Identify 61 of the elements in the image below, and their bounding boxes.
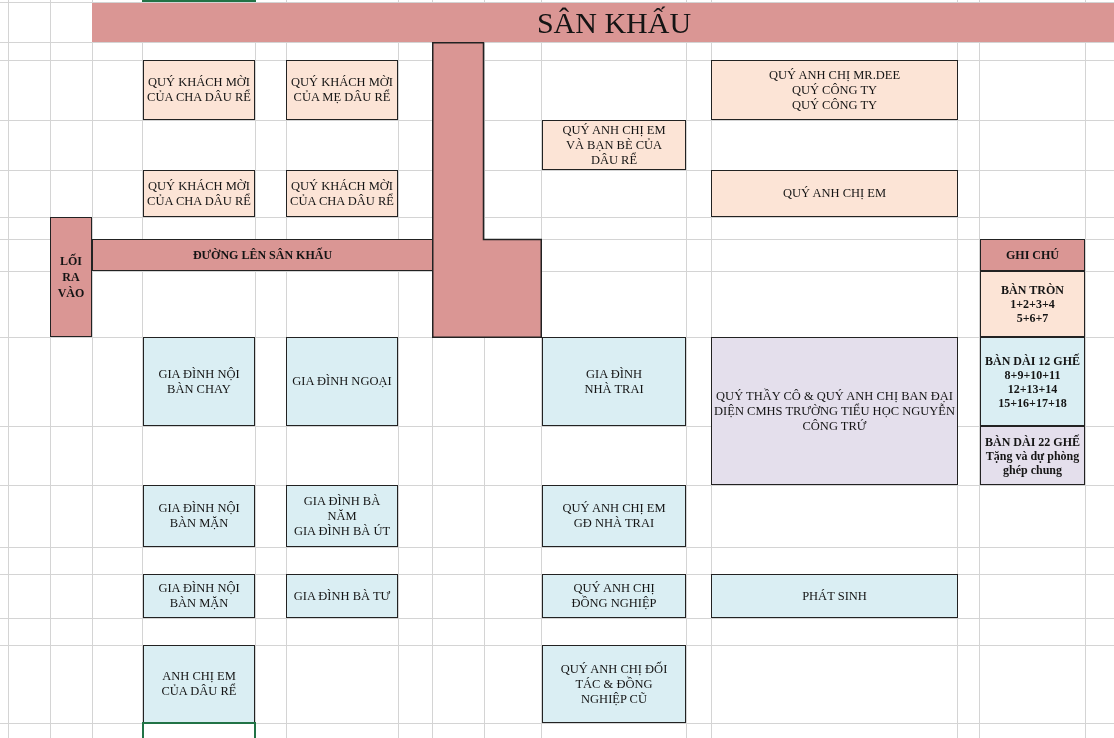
seating-area-box bbox=[286, 485, 398, 547]
walkway-label: ĐƯỜNG LÊN SÂN KHẤU bbox=[192, 247, 333, 263]
table-type-label: BÀN DÀI 12 GHẾ bbox=[985, 353, 1080, 368]
seating-area-box bbox=[286, 60, 398, 120]
entrance-label: LỐI RA VÀO bbox=[56, 253, 86, 301]
group-label: QUÝ KHÁCH MỜI CỦA CHA DÂU RỂ bbox=[146, 178, 252, 209]
walkway-block bbox=[92, 239, 433, 271]
seating-area-box bbox=[143, 337, 255, 426]
group-label: QUÝ CÔNG TY bbox=[791, 97, 878, 113]
seating-area-box bbox=[286, 170, 398, 217]
table-numbers: 8+9+10+11 12+13+14 15+16+17+18 bbox=[997, 367, 1068, 410]
seating-area-box bbox=[143, 485, 255, 547]
stage-block bbox=[92, 3, 1114, 42]
seating-area-box bbox=[542, 337, 686, 426]
runway-block bbox=[432, 42, 542, 338]
seating-area-box bbox=[711, 337, 958, 485]
group-label: QUÝ CÔNG TY bbox=[791, 82, 878, 98]
group-label: QUÝ ANH CHỊ EM VÀ BẠN BÈ CỦA DÂU RỂ bbox=[561, 122, 667, 168]
table-type-label: BÀN TRÒN bbox=[1001, 283, 1064, 297]
notes-title: GHI CHÚ bbox=[1006, 247, 1059, 263]
group-label: QUÝ ANH CHỊ MR.DEE bbox=[768, 67, 901, 83]
seating-area-box bbox=[542, 485, 686, 547]
entrance-block bbox=[50, 217, 92, 337]
table-type-label: BÀN DÀI 22 GHẾ bbox=[985, 434, 1080, 449]
group-label: GIA ĐÌNH BÀ ÚT bbox=[293, 523, 391, 539]
group-label: GIA ĐÌNH BÀ NĂM bbox=[302, 493, 382, 524]
group-label: GIA ĐÌNH NGOẠI bbox=[292, 374, 392, 389]
seating-area-box bbox=[286, 574, 398, 618]
table-type-box bbox=[980, 426, 1085, 485]
group-label: GIA ĐÌNH BÀ TƯ bbox=[293, 588, 391, 604]
table-type-box bbox=[980, 271, 1085, 337]
seating-area-box bbox=[711, 574, 958, 618]
group-label: QUÝ ANH CHỊ ĐỒNG NGHIỆP bbox=[570, 581, 658, 611]
group-label: GIA ĐÌNH NỘI BÀN MẶN bbox=[157, 581, 241, 611]
group-label: QUÝ ANH CHỊ ĐỐI TÁC & ĐỒNG NGHIỆP CŨ bbox=[559, 661, 669, 707]
group-label: ANH CHỊ EM CỦA DÂU RỂ bbox=[160, 669, 238, 699]
seating-area-box bbox=[143, 574, 255, 618]
note-text: Tặng và dự phòng ghép chung bbox=[984, 448, 1081, 477]
seating-area-box bbox=[542, 574, 686, 618]
seating-area-box bbox=[711, 60, 958, 120]
seating-area-box bbox=[143, 60, 255, 120]
group-label: QUÝ ANH CHỊ EM GĐ NHÀ TRAI bbox=[561, 501, 667, 531]
group-label: PHÁT SINH bbox=[802, 588, 867, 604]
seating-area-box bbox=[143, 645, 255, 723]
seating-area-box bbox=[143, 170, 255, 217]
group-label: GIA ĐÌNH NỘI BÀN MẶN bbox=[157, 501, 241, 531]
table-type-box bbox=[980, 337, 1085, 426]
stage-label: SÂN KHẤU bbox=[536, 5, 692, 40]
seating-area-box bbox=[711, 170, 958, 217]
group-label: QUÝ KHÁCH MỜI CỦA CHA DÂU RỂ bbox=[289, 178, 395, 209]
seating-area-box bbox=[542, 645, 686, 723]
group-label: QUÝ KHÁCH MỜI CỦA CHA DÂU RỂ bbox=[146, 75, 252, 105]
group-label: GIA ĐÌNH NỘI BÀN CHAY bbox=[157, 366, 241, 397]
seating-area-box bbox=[286, 337, 398, 426]
group-label: QUÝ KHÁCH MỜI CỦA MẸ DÂU RỂ bbox=[289, 75, 395, 105]
seating-area-box bbox=[542, 120, 686, 170]
table-numbers: 1+2+3+4 5+6+7 bbox=[1009, 297, 1056, 325]
notes-header bbox=[980, 239, 1085, 271]
group-label: QUÝ THẦY CÔ & QUÝ ANH CHỊ BAN ĐẠI DIỆN CMHS TRƯỜNG TIỂU HỌC NGUYỄN CÔNG TRỨ bbox=[714, 388, 955, 434]
group-label: QUÝ ANH CHỊ EM bbox=[782, 186, 887, 201]
group-label: GIA ĐÌNH NHÀ TRAI bbox=[583, 366, 645, 397]
